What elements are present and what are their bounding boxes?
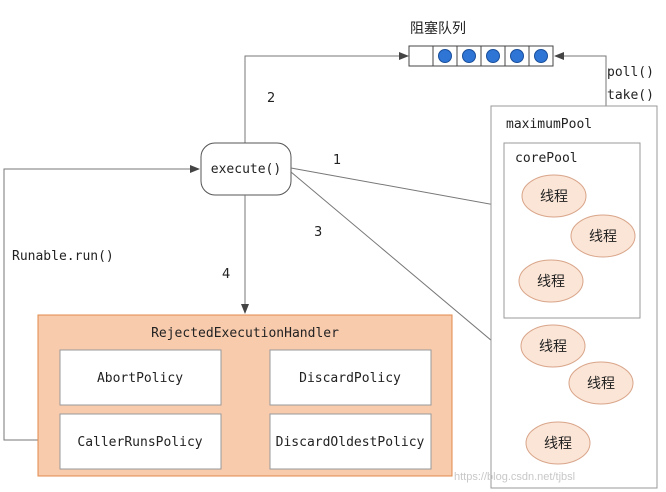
queue-item [534,49,548,63]
step-4-label: 4 [222,267,230,282]
take-label: take() [607,88,654,103]
extra-thread: 线程 [520,324,586,368]
thread-bubble [570,214,636,258]
arrow-to-maximum-pool [290,171,512,358]
thread-bubble [521,174,587,218]
runnable-label: Runable.run() [12,249,114,264]
thread-label: 线程 [539,339,567,355]
thread-bubble [518,259,584,303]
policy-label: DiscardPolicy [299,371,401,386]
core-thread: 线程 [518,259,584,303]
thread-label: 线程 [537,274,565,290]
arrow-caller-runs [3,165,200,441]
thread-bubble [568,361,634,405]
extra-thread: 线程 [568,361,634,405]
queue-item [438,49,452,63]
policy-abort: AbortPolicy [59,349,222,406]
step-2-label: 2 [267,91,275,106]
core-thread: 线程 [570,214,636,258]
maximum-pool-label: maximumPool [506,117,592,132]
step-1-label: 1 [333,153,341,168]
policy-discard-oldest: DiscardOldestPolicy [269,413,432,470]
policy-box [269,413,432,470]
thread-bubble [525,421,591,465]
handler-title: RejectedExecutionHandler [151,326,339,341]
policy-label: CallerRunsPolicy [77,435,202,450]
thread-label: 线程 [589,229,617,245]
policy-discard: DiscardPolicy [269,349,432,406]
queue-item [486,49,500,63]
arrow-to-core-pool [290,167,513,211]
queue-label: 阻塞队列 [410,20,466,37]
step-3-label: 3 [314,225,322,240]
policy-label: AbortPolicy [97,371,183,386]
extra-thread: 线程 [525,421,591,465]
core-thread: 线程 [521,174,587,218]
policy-box [59,349,222,406]
blocking-queue [408,45,554,67]
execute-label: execute() [211,162,281,177]
execute-node [200,142,292,196]
thread-bubble [520,324,586,368]
arrow-to-queue [244,52,409,145]
queue-item [462,49,476,63]
thread-label: 线程 [540,189,568,205]
watermark: https://blog.csdn.net/tjbsl [454,471,575,483]
thread-label: 线程 [544,436,572,452]
policy-caller-runs: CallerRunsPolicy [59,413,222,470]
thread-label: 线程 [587,376,615,392]
poll-label: poll() [607,65,654,80]
queue-item [510,49,524,63]
policy-box [59,413,222,470]
policy-box [269,349,432,406]
core-pool-label: corePool [515,151,578,166]
policy-label: DiscardOldestPolicy [276,435,425,450]
